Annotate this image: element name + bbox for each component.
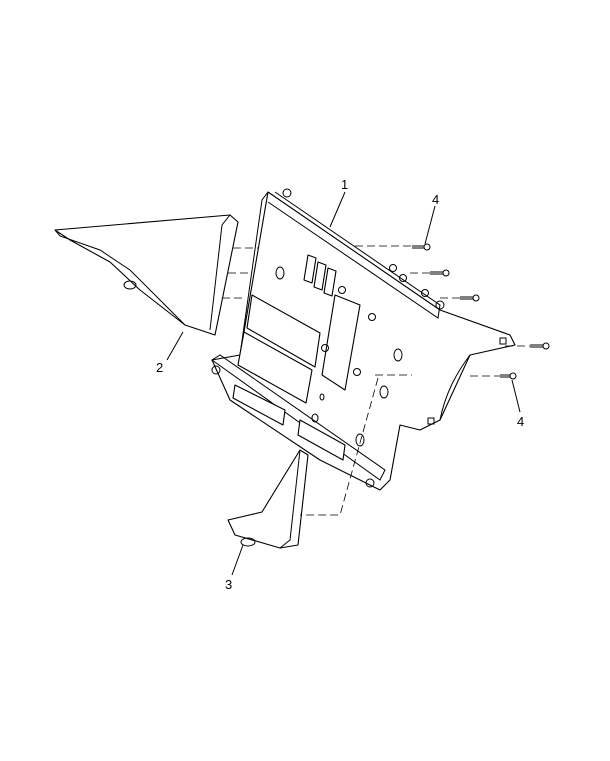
part-1-main-plate (211, 188, 516, 491)
screws (412, 243, 550, 380)
callout-3: 3 (225, 577, 232, 592)
assembly-lines (222, 245, 530, 516)
callout-4-bottom: 4 (517, 414, 524, 429)
callout-4-top: 4 (432, 192, 439, 207)
callout-1: 1 (341, 177, 348, 192)
part-3-lower-bracket (227, 449, 309, 549)
callout-2: 2 (156, 360, 163, 375)
part-2-left-bracket (54, 214, 239, 336)
